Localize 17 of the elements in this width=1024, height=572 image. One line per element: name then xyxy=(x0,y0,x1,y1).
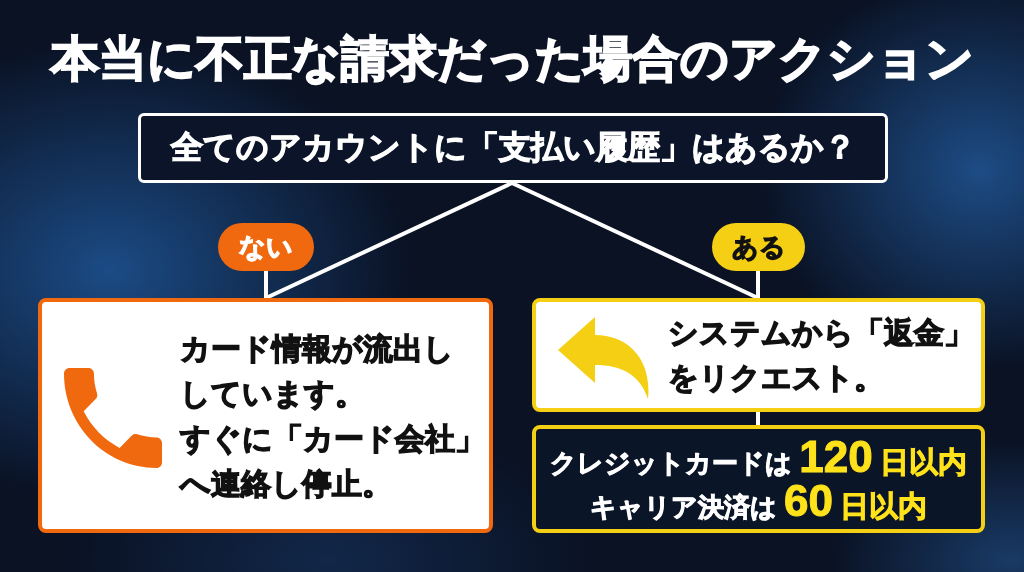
connector-line xyxy=(511,181,759,300)
branch-tag: ない xyxy=(218,223,314,271)
connector-line xyxy=(756,271,760,298)
connector-line xyxy=(265,181,513,300)
result-box xyxy=(532,298,985,412)
message-text: すぐに「カード会社」へ連絡し停止。 xyxy=(180,420,486,502)
connector-line xyxy=(756,412,760,425)
connector-line xyxy=(264,271,268,298)
message-text: システムから「返金」をリクエスト。 xyxy=(668,315,975,396)
title: 本当に不正な請求だった場合のアクション xyxy=(50,31,974,87)
limit-text: クレジットカードは 120 日以内 xyxy=(549,438,968,482)
note-box xyxy=(532,425,985,533)
limit-text: キャリア決済は 60 日以内 xyxy=(588,482,928,526)
question-box: 全てのアカウントに「支払い履歴」はあるか？ xyxy=(138,113,888,183)
result-box xyxy=(38,298,493,533)
message-text: カード情報が流出ししています。 xyxy=(180,330,455,412)
branch-tag: ある xyxy=(712,223,805,271)
